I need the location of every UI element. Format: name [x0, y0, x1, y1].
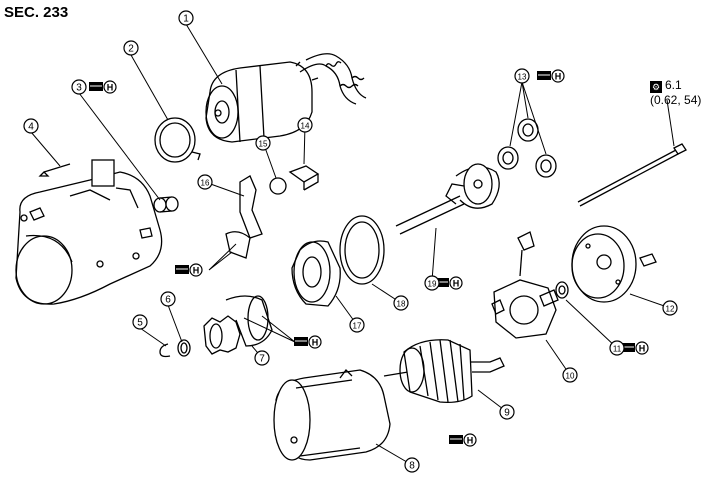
- callout-circle: [178, 10, 194, 26]
- gear-case-part: [15, 159, 163, 305]
- callout-10: 10: [562, 367, 578, 383]
- grease-letter: H: [107, 83, 114, 93]
- callout-circle: [71, 79, 87, 95]
- magnetic-switch-part: [205, 53, 367, 143]
- grease-symbol: H: [537, 69, 565, 83]
- grease-letter: H: [639, 344, 646, 354]
- torque-spec: ⚙6.1 (0.62, 54): [650, 78, 701, 108]
- callout-11: 11: [609, 340, 625, 356]
- grease-symbol: H: [449, 433, 477, 447]
- callout-number: 17: [353, 322, 362, 331]
- grease-symbol: H: [294, 335, 322, 349]
- grease-letter: H: [453, 279, 460, 289]
- callout-circle: [132, 314, 148, 330]
- callout-19: 19: [424, 275, 440, 291]
- callout-circle: [404, 457, 420, 473]
- pinion-assembly-part: [203, 295, 273, 355]
- callout-number: 2: [128, 44, 134, 55]
- callout-number: 1: [183, 14, 189, 25]
- callout-6: 6: [160, 291, 176, 307]
- callout-9: 9: [499, 404, 515, 420]
- callout-number: 9: [504, 408, 510, 419]
- callout-number: 11: [613, 345, 622, 354]
- callout-circle: [297, 117, 313, 133]
- callout-8: 8: [404, 457, 420, 473]
- grease-letter: H: [555, 72, 562, 82]
- callout-number: 10: [566, 372, 575, 381]
- callout-2: 2: [123, 40, 139, 56]
- callout-number: 4: [28, 122, 34, 133]
- through-bolt-part: [577, 143, 687, 207]
- callout-circle: [254, 350, 270, 366]
- callout-number: 18: [397, 300, 406, 309]
- callout-number: 7: [259, 354, 265, 365]
- bushing-part: [153, 196, 179, 213]
- torque-value: 6.1: [665, 78, 682, 92]
- callout-circle: [197, 174, 213, 190]
- plate-part: [269, 177, 287, 195]
- shift-lever-part: [225, 175, 263, 259]
- callout-number: 12: [666, 305, 675, 314]
- callout-1: 1: [178, 10, 194, 26]
- callout-circle: [662, 300, 678, 316]
- callout-15: 15: [255, 135, 271, 151]
- callout-number: 15: [259, 140, 268, 149]
- armature-part: [383, 339, 505, 404]
- callout-circle: [23, 118, 39, 134]
- grease-letter: H: [312, 338, 319, 348]
- packing-part: [288, 165, 320, 191]
- grease-symbol: H: [89, 80, 117, 94]
- callout-circle: [609, 340, 625, 356]
- callout-4: 4: [23, 118, 39, 134]
- callout-12: 12: [662, 300, 678, 316]
- grease-symbol: H: [621, 341, 649, 355]
- lubricant-markers: H H H H H H H: [89, 69, 649, 447]
- callout-18: 18: [393, 295, 409, 311]
- rear-cover-part: [571, 225, 657, 303]
- pinion-shaft-part: [395, 163, 500, 235]
- callout-circle: [393, 295, 409, 311]
- callout-circle: [160, 291, 176, 307]
- callout-number: 5: [137, 318, 143, 329]
- callout-circle: [562, 367, 578, 383]
- internal-ring-part: [339, 215, 385, 285]
- callout-number: 14: [301, 122, 310, 131]
- callout-3: 3: [71, 79, 87, 95]
- callout-number: 3: [76, 83, 82, 94]
- callout-number: 19: [428, 280, 437, 289]
- callout-7: 7: [254, 350, 270, 366]
- callout-17: 17: [349, 317, 365, 333]
- planetary-gears-part: [497, 118, 557, 178]
- callout-circle: [123, 40, 139, 56]
- callout-14: 14: [297, 117, 313, 133]
- callout-circle: [255, 135, 271, 151]
- brush-holder-part: [491, 231, 559, 339]
- callout-number: 8: [409, 461, 415, 472]
- torque-wrench-icon: ⚙: [650, 81, 662, 93]
- callout-13: 13: [514, 68, 530, 84]
- rear-bushing-part: [555, 281, 569, 299]
- stopper-part: [177, 339, 191, 357]
- callout-circle: [424, 275, 440, 291]
- section-label: SEC. 233: [4, 4, 69, 21]
- yoke-part: [273, 369, 391, 461]
- torque-alt-units: (0.62, 54): [650, 93, 702, 107]
- internal-gear-part: [291, 240, 341, 307]
- callout-number: 13: [518, 73, 527, 82]
- callout-circle: [349, 317, 365, 333]
- callout-circle: [499, 404, 515, 420]
- callout-circle: [514, 68, 530, 84]
- grease-letter: H: [467, 436, 474, 446]
- callout-16: 16: [197, 174, 213, 190]
- seal-ring-part: [154, 117, 201, 163]
- callout-number: 16: [201, 179, 210, 188]
- grease-letter: H: [193, 266, 200, 276]
- callout-number: 6: [165, 295, 171, 306]
- grease-symbol: H: [175, 263, 203, 277]
- callout-5: 5: [132, 314, 148, 330]
- snap-ring-part: [159, 343, 171, 358]
